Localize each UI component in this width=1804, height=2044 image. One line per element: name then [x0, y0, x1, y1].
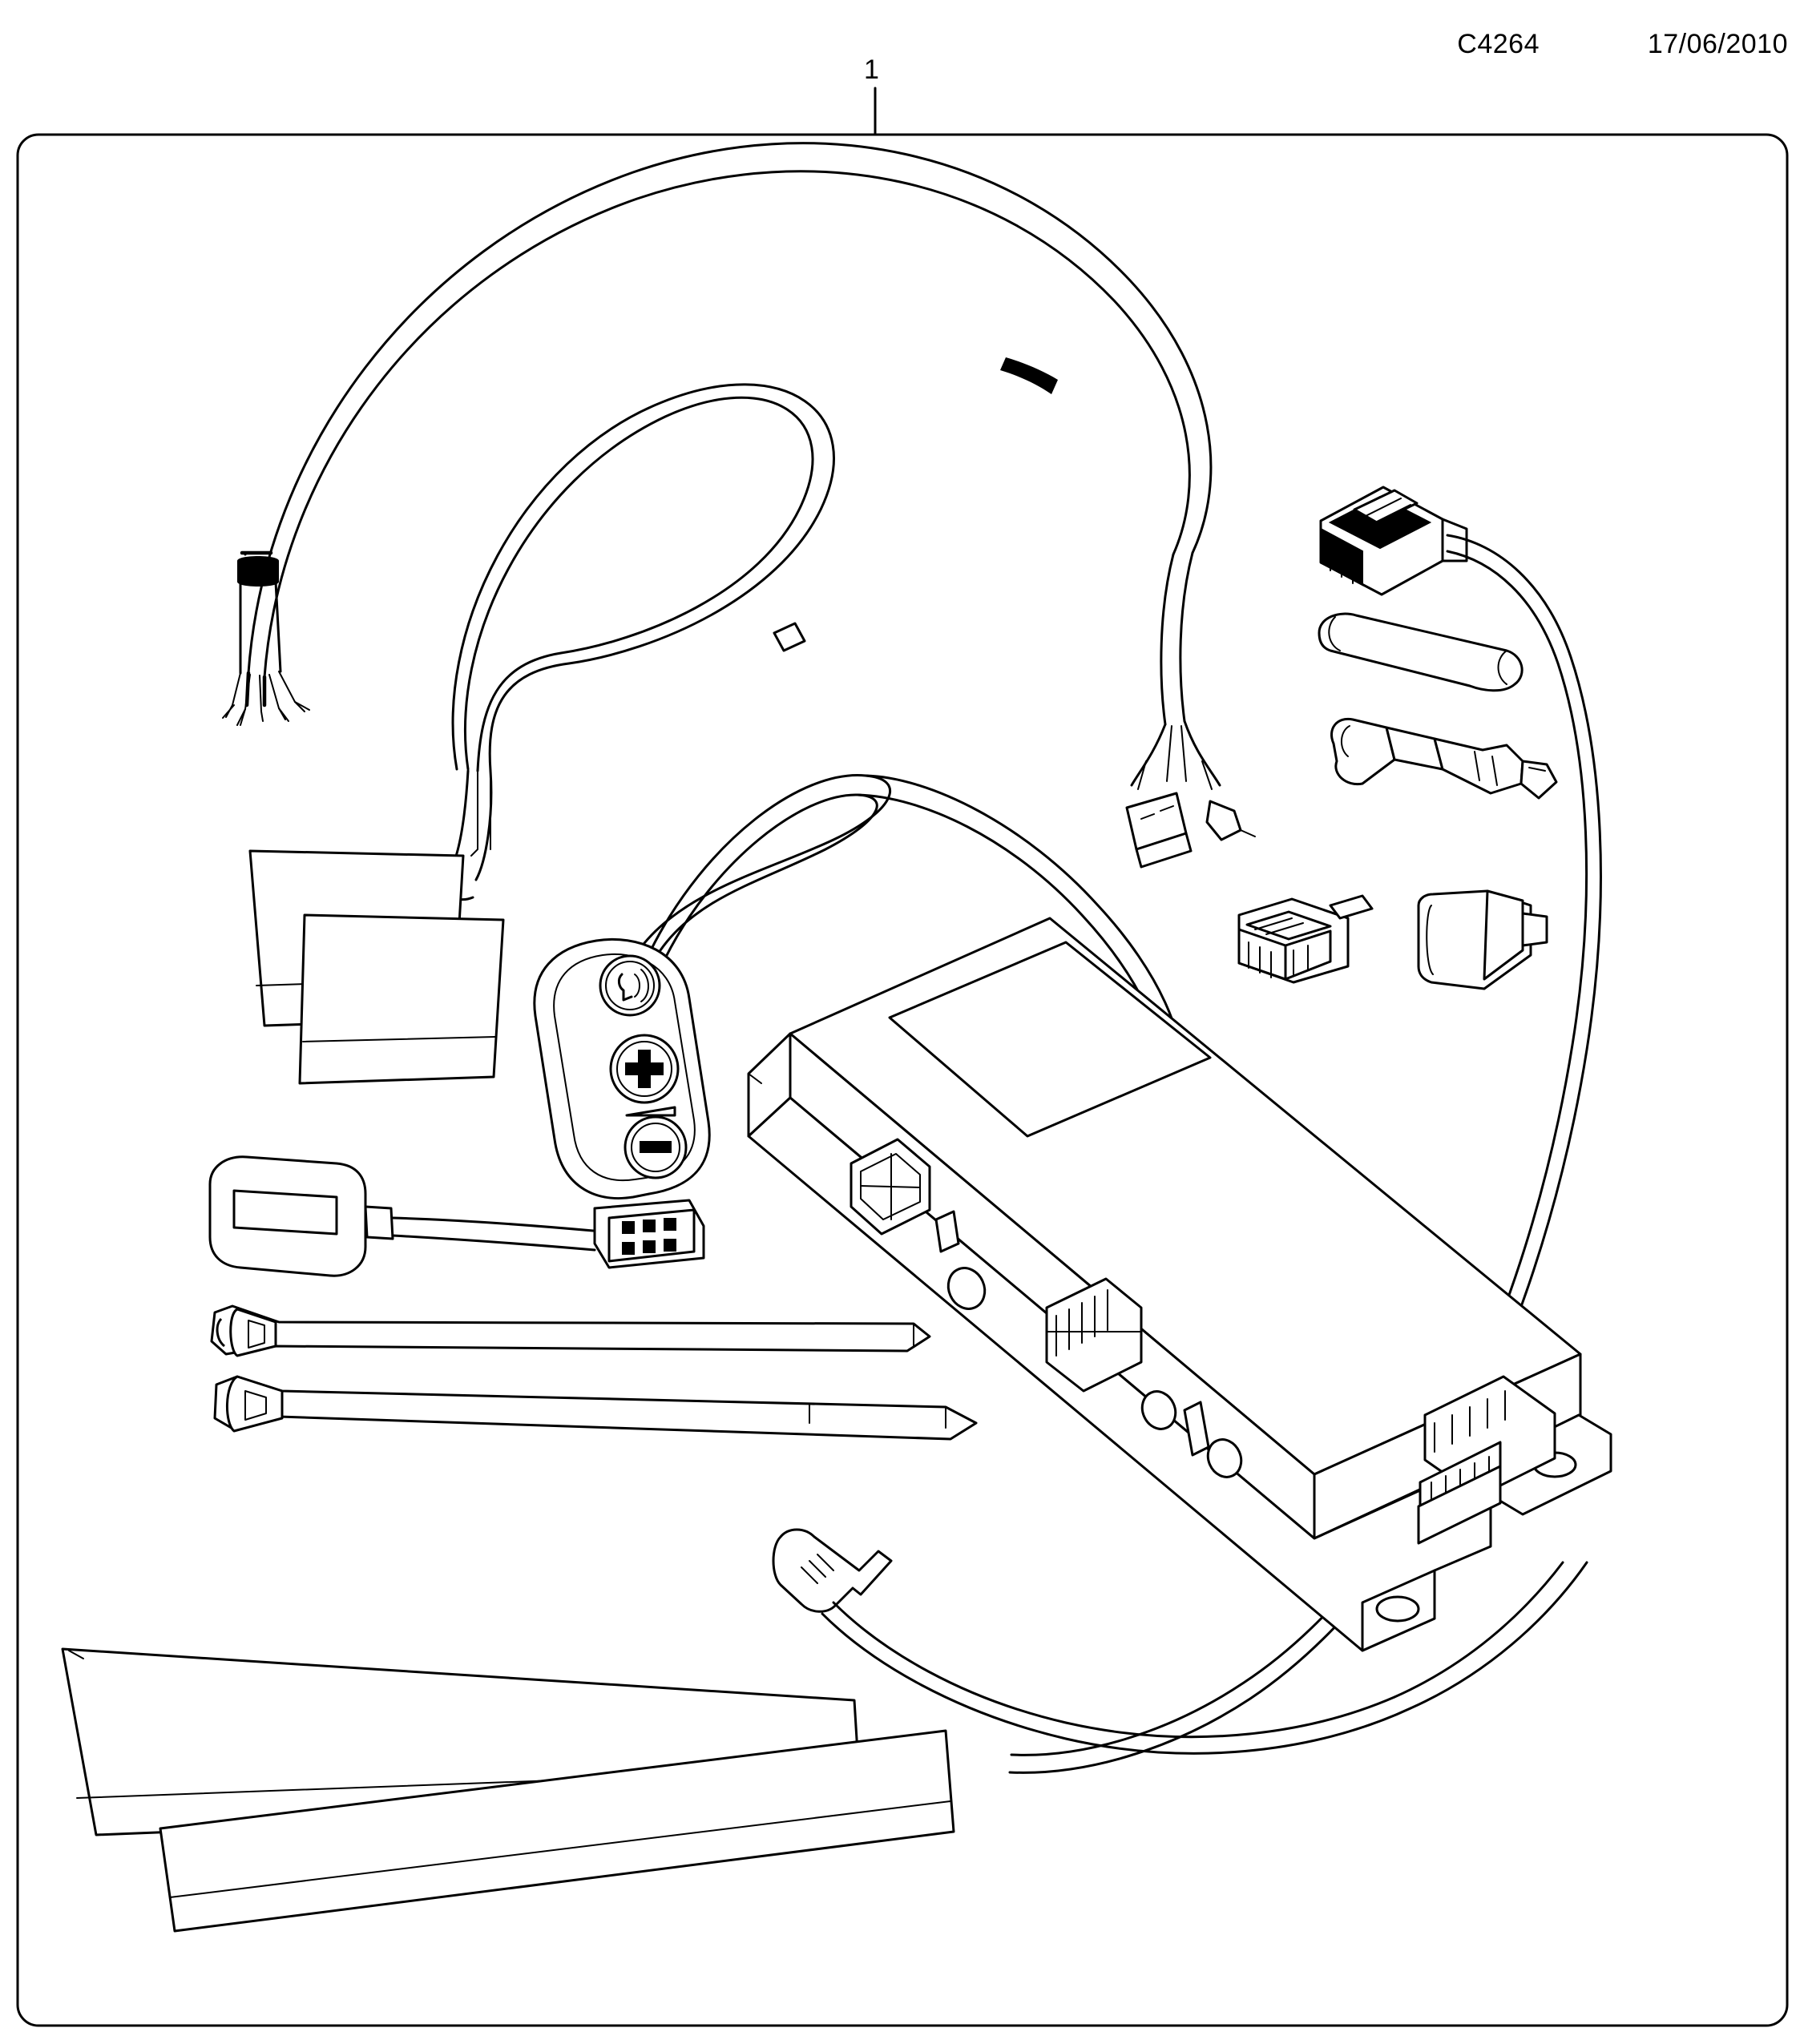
control-module-box — [745, 918, 1611, 1651]
cable-tie-2 — [215, 1377, 976, 1439]
antenna-jack-lead — [773, 1530, 1587, 1753]
wiring-harness-long — [223, 143, 1255, 900]
black-connector-plug — [1010, 487, 1600, 1772]
white-connector-block — [1239, 896, 1372, 982]
metal-bracket-clip — [1331, 719, 1556, 798]
control-switch-pad — [535, 776, 1180, 1199]
microphone-module — [210, 1157, 704, 1276]
diagram-frame — [18, 135, 1787, 2026]
callout-1-label: 1 — [864, 54, 879, 85]
drawing-date: 17/06/2010 — [1647, 29, 1788, 59]
blank-cover-cap — [1419, 891, 1547, 989]
cylindrical-sleeve — [1319, 614, 1522, 691]
cable-tie-1 — [212, 1306, 930, 1356]
drawing-code: C4264 — [1457, 29, 1540, 59]
trim-panel-2 — [160, 1731, 954, 1931]
paper-instruction-sheets — [250, 851, 503, 1083]
